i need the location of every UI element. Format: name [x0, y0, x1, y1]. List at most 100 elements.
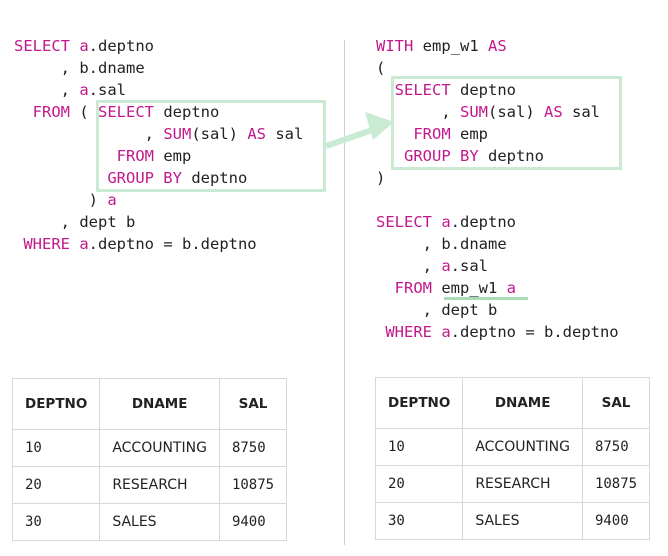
sql-token: ,	[14, 125, 164, 143]
column-header-dname: DNAME	[99, 378, 220, 430]
sql-line: ) a	[14, 189, 117, 211]
cell-dname: ACCOUNTING	[462, 428, 583, 466]
table-row: 30 SALES 9400	[374, 502, 651, 540]
sql-line: FROM emp_w1 a	[376, 277, 516, 299]
sql-line: , SUM(sal) AS sal	[14, 123, 304, 145]
sql-token: .deptno	[88, 37, 154, 55]
sql-alias: a	[79, 81, 89, 99]
sql-keyword: FROM	[14, 147, 164, 165]
sql-keyword: FROM	[14, 103, 80, 121]
sql-token: )	[14, 191, 108, 209]
sql-alias: a	[506, 279, 516, 297]
sql-alias: a	[79, 235, 89, 253]
cell-dname: SALES	[99, 503, 220, 541]
cell-sal: 8750	[218, 429, 288, 467]
sql-line: , dept b	[14, 211, 136, 233]
cell-dname: RESEARCH	[99, 466, 220, 504]
cell-sal: 9400	[218, 503, 288, 541]
cell-deptno: 30	[11, 503, 101, 541]
cell-deptno: 20	[374, 465, 464, 503]
right-result-table: DEPTNO DNAME SAL 10 ACCOUNTING 8750 20 R…	[374, 377, 651, 540]
cell-sal: 10875	[581, 465, 651, 503]
sql-line: FROM emp	[376, 123, 488, 145]
sql-keyword: WHERE	[14, 235, 80, 253]
sql-keyword: WHERE	[376, 323, 442, 341]
sql-token: ,	[376, 103, 460, 121]
sql-token: .sal	[450, 257, 488, 275]
sql-token: deptno	[163, 103, 220, 121]
sql-token: deptno	[191, 169, 248, 187]
cte-reference-underline	[444, 297, 528, 300]
sql-line: SELECT a.deptno	[14, 35, 154, 57]
sql-token: .deptno = b.deptno	[450, 323, 619, 341]
cell-sal: 8750	[581, 428, 651, 466]
column-header-sal: SAL	[581, 377, 651, 429]
sql-line: GROUP BY deptno	[376, 145, 544, 167]
sql-keyword: SELECT	[376, 213, 442, 231]
sql-line: FROM emp	[14, 145, 192, 167]
sql-keyword: SELECT	[98, 103, 164, 121]
sql-line: , b.dname	[376, 233, 507, 255]
table-row: 20 RESEARCH 10875	[11, 466, 288, 504]
sql-line: , a.sal	[14, 79, 126, 101]
sql-alias: a	[441, 323, 451, 341]
sql-token: , b.dname	[376, 235, 507, 253]
sql-keyword: AS	[247, 125, 266, 143]
sql-keyword: FROM	[376, 125, 460, 143]
sql-token: sal	[562, 103, 600, 121]
sql-token: , dept b	[376, 301, 498, 319]
sql-keyword: GROUP BY	[376, 147, 488, 165]
column-header-deptno: DEPTNO	[11, 378, 101, 430]
left-subquery-highlight-box	[96, 100, 326, 192]
sql-keyword: SUM	[460, 103, 488, 121]
right-cte-highlight-box	[391, 76, 622, 170]
sql-token: emp	[460, 125, 488, 143]
table-row: 10 ACCOUNTING 8750	[374, 428, 651, 466]
table-header-row: DEPTNO DNAME SAL	[11, 378, 288, 430]
cell-sal: 10875	[218, 466, 288, 504]
table-row: 20 RESEARCH 10875	[374, 465, 651, 503]
column-header-dname: DNAME	[462, 377, 583, 429]
sql-token: sal	[265, 125, 304, 143]
cell-dname: SALES	[462, 502, 583, 540]
sql-line: SELECT a.deptno	[376, 211, 516, 233]
sql-line: GROUP BY deptno	[14, 167, 247, 189]
column-header-sal: SAL	[218, 378, 288, 430]
sql-keyword: WITH	[376, 37, 423, 55]
sql-line: SELECT deptno	[376, 79, 516, 101]
cell-sal: 9400	[581, 502, 651, 540]
cell-dname: RESEARCH	[462, 465, 583, 503]
sql-token: emp_w1	[422, 37, 488, 55]
sql-keyword: SELECT	[14, 37, 80, 55]
sql-token: (	[376, 59, 386, 77]
sql-token: emp_w1	[441, 279, 507, 297]
sql-alias: a	[441, 213, 451, 231]
sql-alias: a	[107, 191, 117, 209]
sql-token: )	[376, 169, 386, 187]
sql-token: .deptno	[450, 213, 516, 231]
cell-deptno: 10	[11, 429, 101, 467]
sql-token: ,	[14, 81, 80, 99]
sql-keyword: AS	[488, 37, 507, 55]
cell-deptno: 20	[11, 466, 101, 504]
sql-token: emp	[163, 147, 192, 165]
sql-line: WHERE a.deptno = b.deptno	[14, 233, 256, 255]
table-header-row: DEPTNO DNAME SAL	[374, 377, 651, 429]
column-header-deptno: DEPTNO	[374, 377, 464, 429]
sql-token: , b.dname	[14, 59, 145, 77]
sql-token: (sal)	[488, 103, 544, 121]
sql-line: , b.dname	[14, 57, 145, 79]
sql-alias: a	[79, 37, 89, 55]
sql-line: , SUM(sal) AS sal	[376, 101, 600, 123]
sql-line: , a.sal	[376, 255, 488, 277]
table-row: 30 SALES 9400	[11, 503, 288, 541]
sql-token: , dept b	[14, 213, 136, 231]
sql-keyword: GROUP BY	[14, 169, 192, 187]
sql-keyword: FROM	[376, 279, 442, 297]
table-row: 10 ACCOUNTING 8750	[11, 429, 288, 467]
cell-dname: ACCOUNTING	[99, 429, 220, 467]
sql-token: (sal)	[191, 125, 248, 143]
sql-keyword: SUM	[163, 125, 192, 143]
sql-line: (	[376, 57, 385, 79]
